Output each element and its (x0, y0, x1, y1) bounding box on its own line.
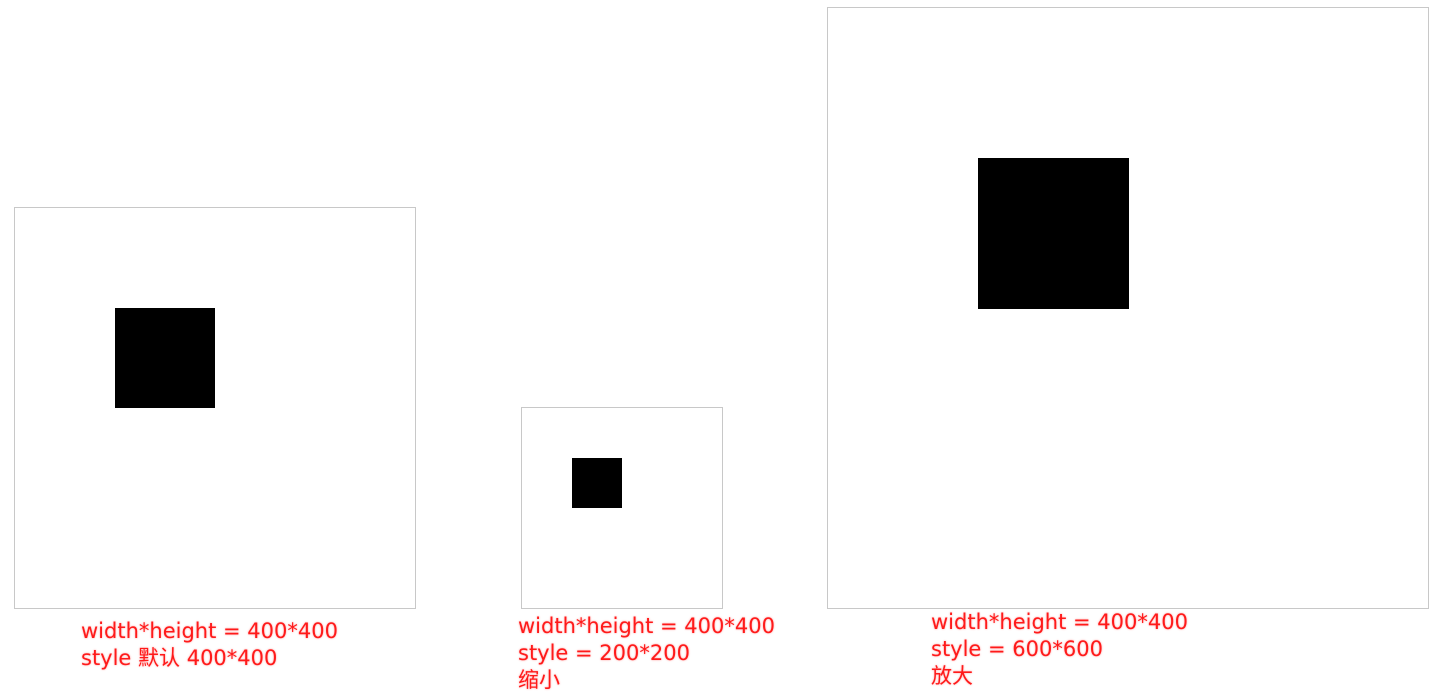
caption-line-note: 放大 (931, 664, 973, 688)
caption-line-size: width*height = 400*400 (931, 610, 1188, 634)
black-square (115, 308, 215, 408)
black-square (978, 158, 1129, 309)
caption-line-style: style 默认 400*400 (81, 646, 278, 670)
caption-enlarge: width*height = 400*400 style = 600*600 放… (931, 609, 1188, 690)
canvas-shrink-200 (521, 407, 723, 609)
canvas-enlarge-600 (827, 7, 1429, 609)
caption-shrink: width*height = 400*400 style = 200*200 缩… (518, 613, 775, 694)
canvas-default-400 (14, 207, 416, 609)
caption-default: width*height = 400*400 style 默认 400*400 (81, 618, 338, 672)
caption-line-style: style = 600*600 (931, 637, 1103, 661)
caption-line-size: width*height = 400*400 (81, 619, 338, 643)
caption-line-note: 缩小 (518, 668, 560, 692)
caption-line-size: width*height = 400*400 (518, 614, 775, 638)
black-square (572, 458, 622, 508)
caption-line-style: style = 200*200 (518, 641, 690, 665)
